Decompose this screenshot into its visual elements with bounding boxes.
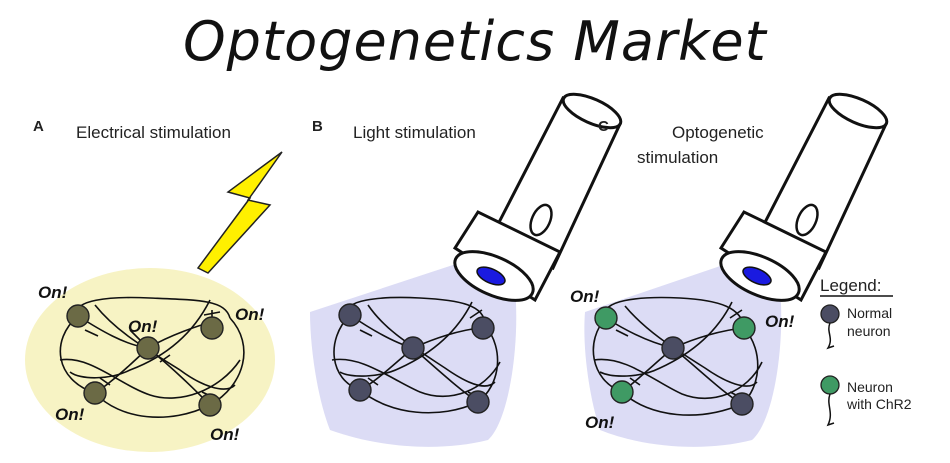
on-label: On! <box>55 405 85 424</box>
neuron-normal <box>730 392 754 416</box>
neuron-normal <box>401 336 425 360</box>
neuron-normal <box>348 378 372 402</box>
page-title: Optogenetics Market <box>183 10 767 73</box>
on-label: On! <box>128 317 158 336</box>
on-label: On! <box>38 283 68 302</box>
legend-normal-swatch <box>820 304 840 324</box>
panel-a-letter: A <box>33 118 44 135</box>
neuron-active <box>200 316 224 340</box>
neuron-chr2 <box>732 316 756 340</box>
panel-b: B Light stimulation <box>310 92 623 447</box>
neuron-normal <box>471 316 495 340</box>
legend-normal-line1: Normal <box>847 305 892 321</box>
neuron-normal <box>338 303 362 327</box>
lightning-bolt-icon <box>196 151 283 274</box>
legend-chr2-line2: with ChR2 <box>846 396 912 412</box>
panel-a-caption: Electrical stimulation <box>76 123 231 142</box>
neuron-active <box>136 336 160 360</box>
legend-chr2-line1: Neuron <box>847 379 893 395</box>
neuron-normal <box>661 336 685 360</box>
on-label: On! <box>765 312 795 331</box>
legend-chr2-swatch <box>820 375 840 395</box>
on-label: On! <box>585 413 615 432</box>
neuron-active <box>83 381 107 405</box>
flashlight-icon <box>452 92 623 303</box>
neuron-active <box>198 393 222 417</box>
legend: Legend: Normal neuron Neuron with ChR2 <box>820 276 912 427</box>
panel-b-caption: Light stimulation <box>353 123 476 142</box>
panel-c: C Optogenetic stimulation On! On! On! <box>570 92 889 447</box>
neuron-chr2 <box>594 306 618 330</box>
legend-title: Legend: <box>820 276 881 295</box>
panel-c-caption-line2: stimulation <box>637 148 718 167</box>
panel-c-caption-line1: Optogenetic <box>672 123 764 142</box>
neuron-chr2 <box>610 380 634 404</box>
legend-normal-line2: neuron <box>847 323 891 339</box>
panel-c-letter: C <box>598 118 609 135</box>
panel-b-letter: B <box>312 118 323 135</box>
neuron-active <box>66 304 90 328</box>
flashlight-icon <box>718 92 889 303</box>
neuron-normal <box>466 390 490 414</box>
on-label: On! <box>210 425 240 444</box>
on-label: On! <box>570 287 600 306</box>
on-label: On! <box>235 305 265 324</box>
panel-a: A Electrical stimulation On! On! <box>25 118 283 452</box>
